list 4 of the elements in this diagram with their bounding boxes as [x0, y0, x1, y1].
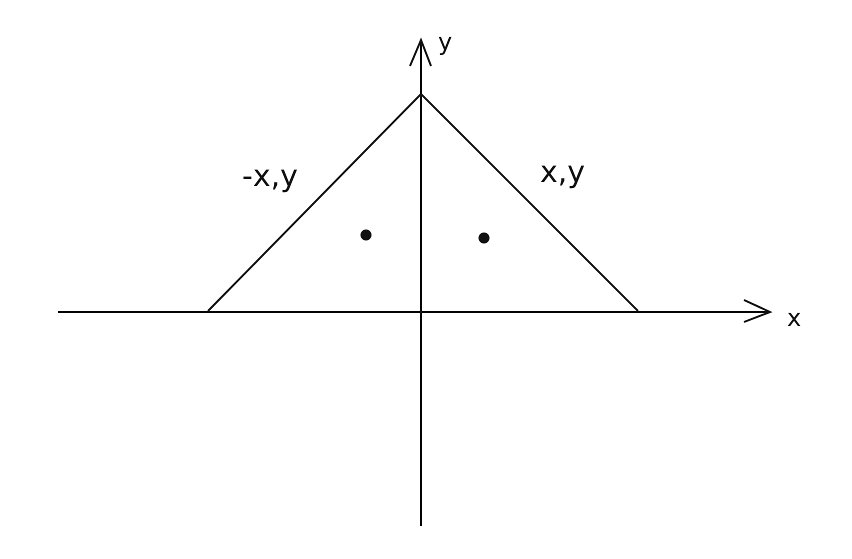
- axis-label: y: [438, 30, 452, 54]
- point-label: x,y: [540, 158, 586, 188]
- axis-label: x: [787, 306, 802, 330]
- point-label: -x,y: [242, 162, 298, 192]
